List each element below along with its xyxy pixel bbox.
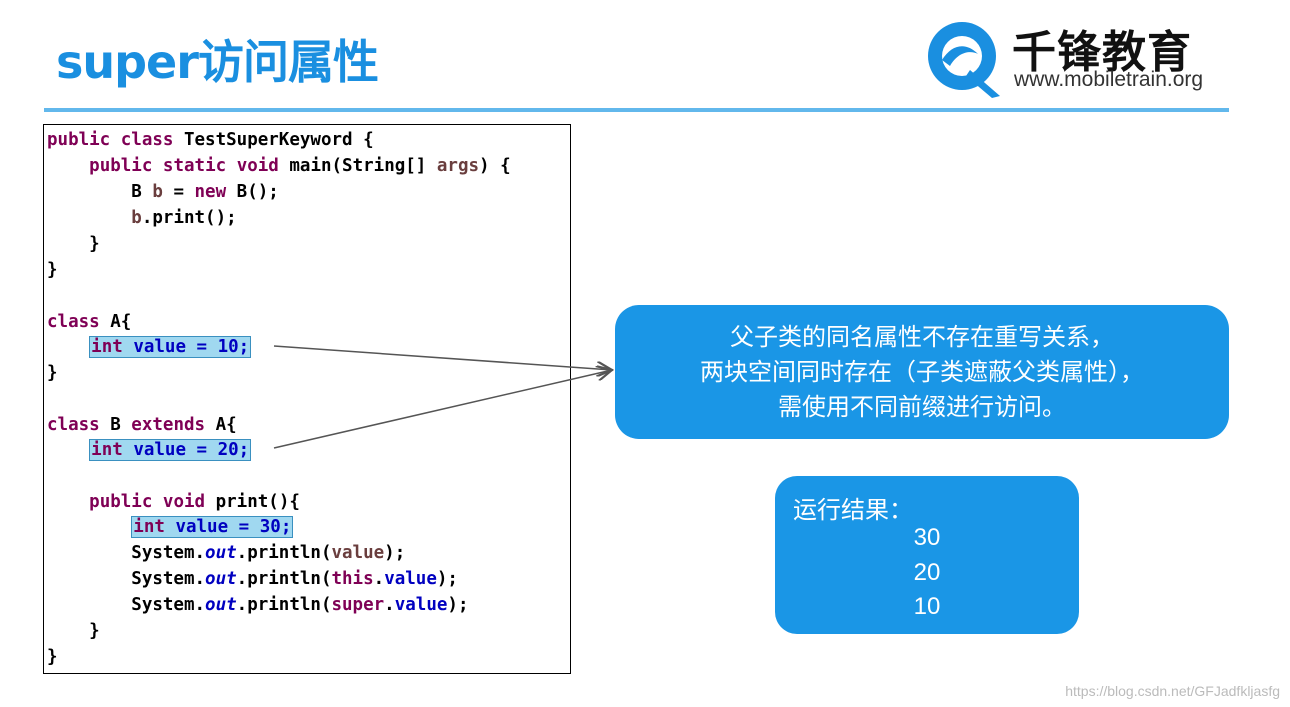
code-line: B b = new B();	[47, 182, 279, 202]
code-line: public static void main(String[] args) {	[89, 156, 511, 176]
highlighted-field-a: int value = 10;	[89, 336, 252, 358]
title-divider	[44, 108, 1229, 112]
result-value: 30	[913, 524, 941, 551]
code-line: public class TestSuperKeyword {	[47, 130, 374, 150]
brand-logo-icon	[928, 22, 1000, 98]
code-line: }	[47, 260, 58, 280]
slide-title: super访问属性	[56, 35, 379, 89]
code-line: System.out.println(value);	[47, 543, 406, 563]
code-line: }	[47, 363, 58, 383]
highlighted-local-var: int value = 30;	[131, 516, 294, 538]
code-block: public class TestSuperKeyword { public s…	[43, 124, 571, 674]
code-line: class A{	[47, 312, 132, 332]
code-line: }	[47, 234, 100, 254]
run-result-box: 运行结果： 30 20 10	[775, 476, 1079, 634]
result-value: 10	[913, 593, 941, 620]
code-line: int value = 10;	[47, 334, 252, 360]
code-line: b.print();	[131, 208, 237, 228]
code-line: }	[47, 647, 58, 667]
code-line: int value = 20;	[47, 437, 252, 463]
watermark: https://blog.csdn.net/GFJadfkljasfg	[1065, 683, 1280, 699]
code-line: int value = 30;	[47, 514, 294, 540]
callout-line: 两块空间同时存在（子类遮蔽父类属性），	[700, 357, 1144, 386]
callout-line: 需使用不同前缀进行访问。	[778, 392, 1066, 421]
code-line: System.out.println(this.value);	[47, 569, 458, 589]
run-result-title: 运行结果：	[793, 496, 913, 524]
brand-name: 千锋教育	[1012, 27, 1192, 78]
brand-url: www.mobiletrain.org	[1014, 68, 1204, 91]
callout-line: 父子类的同名属性不存在重写关系，	[730, 322, 1114, 351]
highlighted-field-b: int value = 20;	[89, 439, 252, 461]
brand-logo: 千锋教育 www.mobiletrain.org	[922, 14, 1232, 100]
code-line: class B extends A{	[47, 415, 237, 435]
code-line: System.out.println(super.value);	[47, 595, 469, 615]
code-line: public void print(){	[89, 492, 300, 512]
result-value: 20	[913, 559, 941, 586]
code-line: }	[47, 621, 100, 641]
explanation-callout: 父子类的同名属性不存在重写关系， 两块空间同时存在（子类遮蔽父类属性）， 需使用…	[615, 305, 1229, 439]
